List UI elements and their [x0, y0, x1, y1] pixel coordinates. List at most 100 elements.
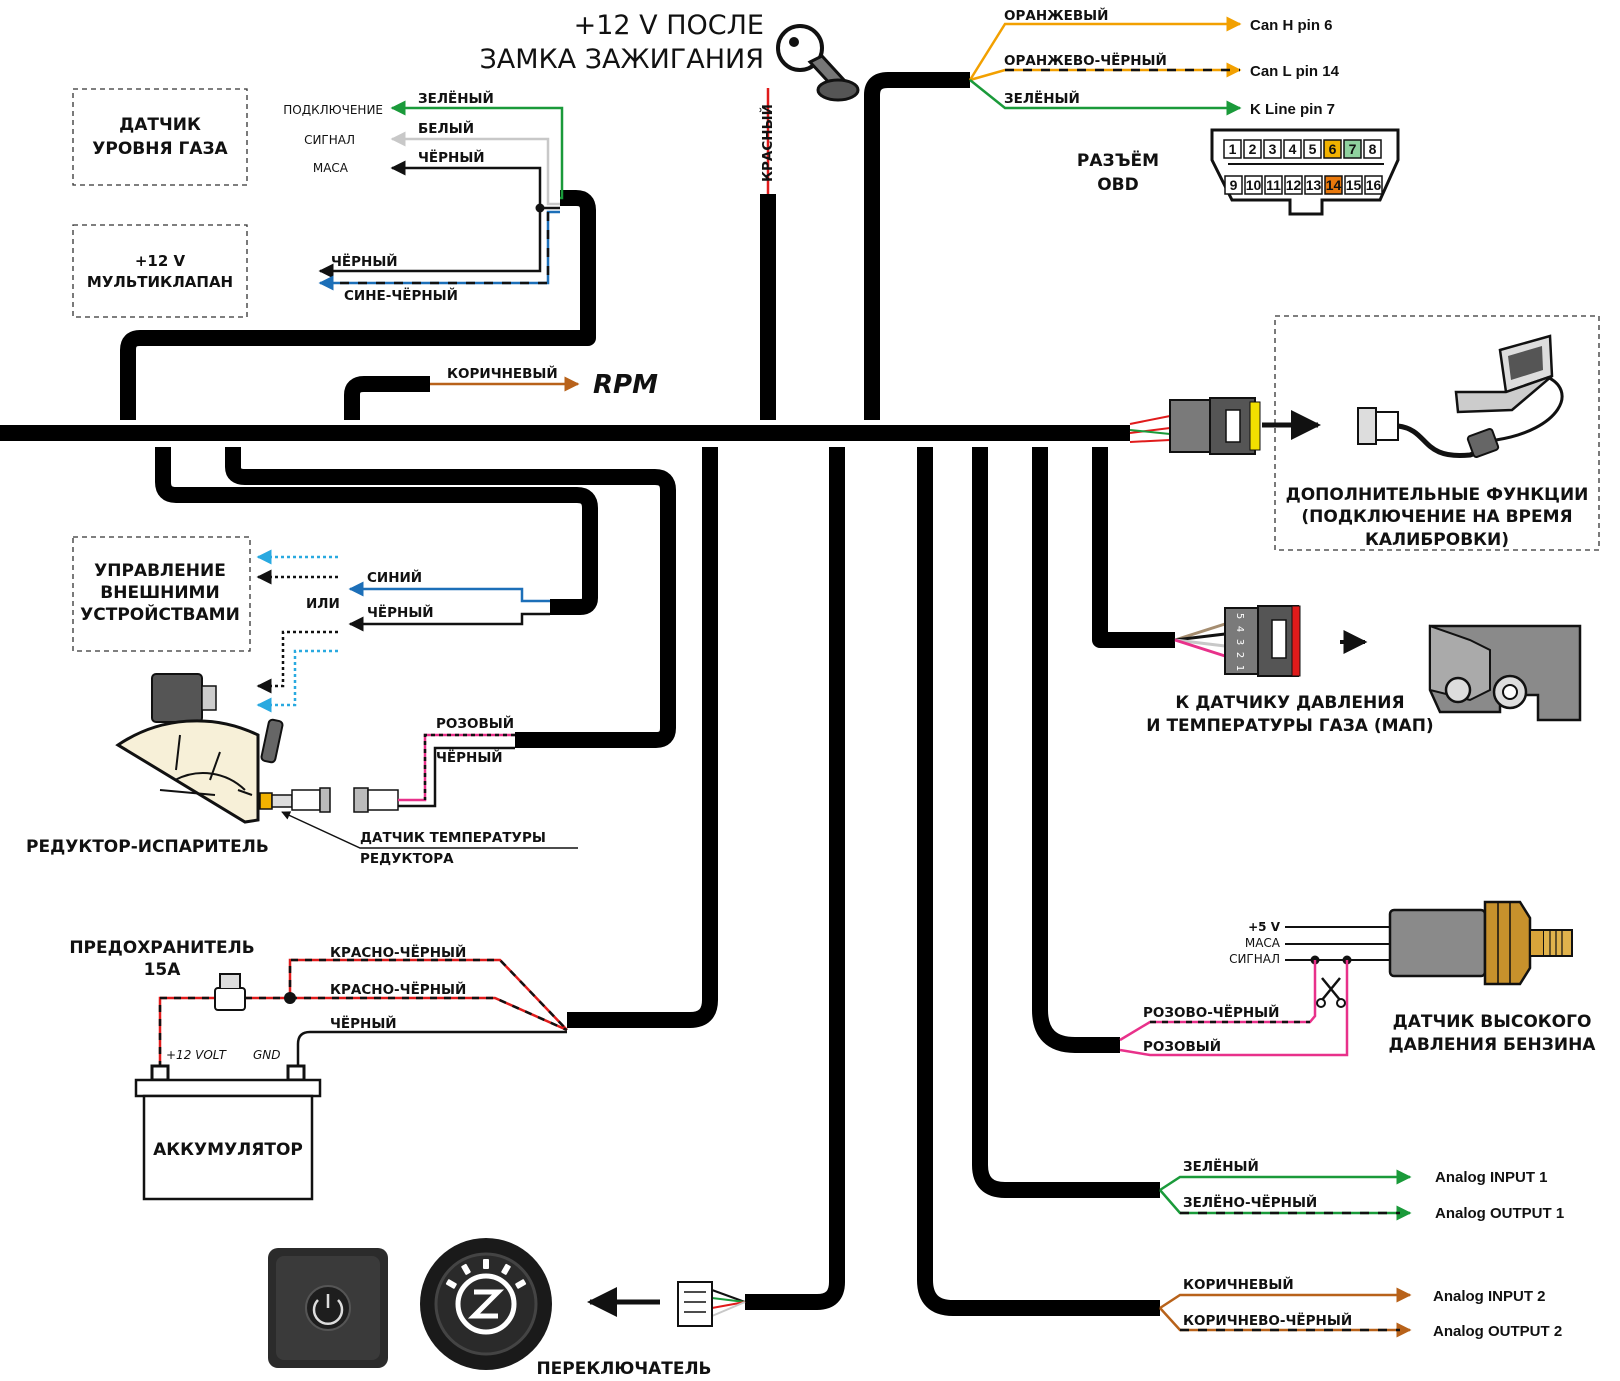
battery-wires — [158, 958, 568, 1068]
ext-control-box — [72, 536, 251, 652]
obd-pin-number: 4 — [1289, 141, 1297, 157]
obd-pin-number: 9 — [1230, 177, 1238, 193]
analog-input-1: Analog INPUT 1 — [1435, 1169, 1548, 1186]
petrol-pin-2: МАСА — [1245, 936, 1281, 950]
usb-cable-icon — [1357, 374, 1564, 459]
reducer-wires — [398, 733, 515, 808]
gas-level-func-2: СИГНАЛ — [304, 133, 355, 147]
petrol-wire-pink: РОЗОВЫЙ — [1143, 1038, 1221, 1055]
obd-k-line: K Line pin 7 — [1250, 101, 1335, 118]
ext-control-wire-black: ЧЁРНЫЙ — [367, 604, 434, 621]
petrol-pin-3: СИГНАЛ — [1229, 952, 1280, 966]
obd-pin — [1283, 139, 1302, 159]
reducer-wire-pink: РОЗОВЫЙ — [436, 715, 514, 732]
obd-pin-number: 10 — [1246, 177, 1262, 193]
analog-input-2: Analog INPUT 2 — [1433, 1288, 1546, 1305]
multivalve-title-1: +12 V — [135, 252, 186, 270]
obd-pin — [1284, 175, 1303, 195]
obd-pin-number: 2 — [1249, 141, 1257, 157]
map-pin-number: 5 — [1234, 613, 1245, 619]
obd-pin — [1343, 139, 1362, 159]
switch-label: ПЕРЕКЛЮЧАТЕЛЬ — [536, 1359, 711, 1379]
ext-control-title-2: ВНЕШНИМИ — [100, 583, 219, 603]
obd-pin — [1323, 139, 1342, 159]
fuse-line-2: 15A — [144, 960, 182, 980]
obd-pin — [1364, 175, 1383, 195]
obd-pin — [1223, 139, 1242, 159]
obd-pin — [1263, 139, 1282, 159]
reducer-sensor-1: ДАТЧИК ТЕМПЕРАТУРЫ — [360, 830, 546, 846]
switch-led — [445, 1279, 457, 1289]
calibration-line-3: КАЛИБРОВКИ) — [1365, 530, 1509, 550]
map-pin-number: 4 — [1234, 626, 1245, 632]
petrol-sensor-icon — [1388, 900, 1573, 986]
obd-wires — [968, 16, 1242, 116]
gas-level-title-1: ДАТЧИК — [119, 115, 201, 135]
obd-label-1: РАЗЪЁМ — [1077, 149, 1159, 171]
switch-connector — [677, 1281, 746, 1327]
reducer-wire-black: ЧЁРНЫЙ — [436, 749, 503, 766]
ext-control-wire-blue: СИНИЙ — [367, 569, 422, 586]
analog-output-2: Analog OUTPUT 2 — [1433, 1323, 1562, 1340]
battery-label: АККУМУЛЯТОР — [153, 1140, 303, 1160]
battery-wire-red-black-2: КРАСНО-ЧЁРНЫЙ — [330, 981, 466, 998]
map-pin-number: 3 — [1234, 639, 1245, 645]
map-line-2: И ТЕМПЕРАТУРЫ ГАЗА (МАП) — [1146, 716, 1433, 736]
analog1-wires — [1159, 1169, 1412, 1221]
rpm-wire-label: КОРИЧНЕВЫЙ — [447, 365, 558, 382]
obd-pin-number: 6 — [1329, 141, 1337, 157]
obd-pin — [1243, 139, 1262, 159]
multivalve-wire-blue-black: СИНЕ-ЧЁРНЫЙ — [344, 287, 458, 304]
obd-can-l: Can L pin 14 — [1250, 63, 1340, 80]
map-line-1: К ДАТЧИКУ ДАВЛЕНИЯ — [1175, 693, 1404, 713]
ext-control-wires — [256, 549, 550, 713]
obd-pin — [1264, 175, 1283, 195]
fuel-switch-icon[interactable] — [420, 1238, 552, 1370]
rpm-label: RPM — [593, 370, 658, 400]
analog2-wire-brown-black: КОРИЧНЕВО-ЧЁРНЫЙ — [1183, 1312, 1352, 1329]
switch-led — [515, 1279, 527, 1289]
analog1-wire-green-black: ЗЕЛЁНО-ЧЁРНЫЙ — [1183, 1194, 1317, 1211]
gas-level-title-2: УРОВНЯ ГАЗА — [92, 139, 228, 159]
analog2-wires — [1159, 1287, 1412, 1338]
multivalve-wire-black: ЧЁРНЫЙ — [331, 253, 398, 270]
switch-led — [483, 1259, 489, 1269]
reducer-label: РЕДУКТОР-ИСПАРИТЕЛЬ — [26, 837, 269, 857]
gas-level-wire-white: БЕЛЫЙ — [418, 120, 474, 137]
battery-plus: +12 VOLT — [166, 1048, 228, 1062]
map-sensor-icon — [1428, 624, 1582, 722]
ext-control-title-3: УСТРОЙСТВАМИ — [80, 603, 240, 625]
diag-connector — [1129, 397, 1321, 455]
petrol-wire-pink-black: РОЗОВО-ЧЁРНЫЙ — [1143, 1004, 1279, 1021]
red-wire-label: КРАСНЫЙ — [759, 104, 776, 182]
obd-label-2: OBD — [1097, 175, 1139, 195]
calibration-line-2: (ПОДКЛЮЧЕНИЕ НА ВРЕМЯ — [1301, 507, 1572, 527]
obd-can-h: Can H pin 6 — [1250, 17, 1333, 34]
power-button-icon — [268, 1248, 388, 1368]
obd-pin-number: 13 — [1306, 177, 1322, 193]
obd-pin-number: 11 — [1266, 177, 1281, 193]
gas-level-box — [72, 88, 248, 186]
multivalve-box — [72, 224, 248, 318]
obd-wire-orange: ОРАНЖЕВЫЙ — [1004, 7, 1108, 24]
ignition-title-1: +12 V ПОСЛЕ — [574, 10, 764, 41]
temp-sensor-pointer — [281, 811, 578, 849]
gas-level-wire-black: ЧЁРНЫЙ — [418, 149, 485, 166]
obd-wire-green: ЗЕЛЁНЫЙ — [1004, 90, 1080, 107]
battery-gnd: GND — [253, 1048, 281, 1062]
obd-pin — [1224, 175, 1243, 195]
ext-control-title-1: УПРАВЛЕНИЕ — [94, 561, 226, 581]
gas-level-wire-green: ЗЕЛЁНЫЙ — [418, 90, 494, 107]
reducer-illustration — [115, 673, 399, 824]
obd-pin-number: 5 — [1309, 141, 1317, 157]
gas-level-func-3: МАСА — [313, 161, 349, 175]
petrol-line-1: ДАТЧИК ВЫСОКОГО — [1393, 1012, 1592, 1032]
scissors-icon — [1316, 977, 1346, 1008]
map-pin-number: 2 — [1234, 652, 1245, 658]
ignition-key-icon — [776, 24, 860, 102]
obd-pin — [1344, 175, 1363, 195]
obd-pin-number: 16 — [1366, 177, 1382, 193]
